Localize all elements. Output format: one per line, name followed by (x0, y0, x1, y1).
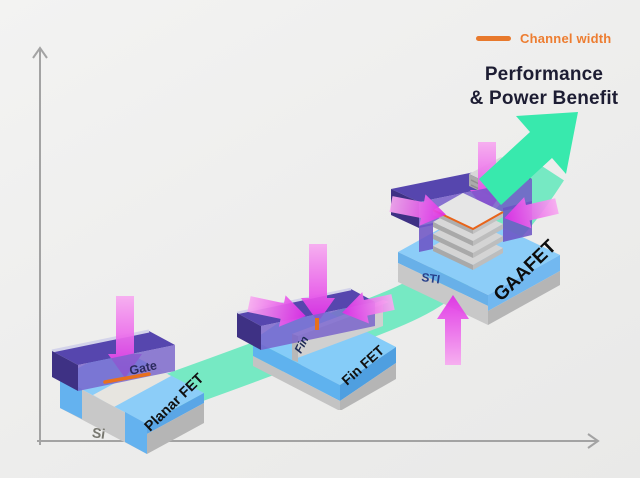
sheet-side (473, 212, 503, 234)
gaafet-up-arrow (437, 295, 469, 365)
channel-width-line-icon (476, 36, 511, 41)
planar-gate-label: Gate (128, 358, 158, 377)
legend: Channel width (476, 31, 611, 46)
finfet-gate-end (237, 313, 261, 350)
x-axis-arrowhead (587, 433, 600, 449)
sheet-side (473, 248, 503, 270)
planar-gate-end (52, 351, 78, 391)
headline-line1: Performance (484, 64, 604, 85)
planar-front-blue-right (125, 412, 147, 454)
finfet-down-arrow (301, 244, 335, 322)
finfet-base-front-gray (253, 356, 340, 410)
gaafet-channel-width-edge (432, 209, 504, 231)
headline: Performance & Power Benefit (462, 63, 626, 111)
finfet-base-front-blue (253, 340, 340, 401)
gaafet-right-arrow (504, 197, 559, 229)
planar-substrate-side (147, 403, 204, 454)
gaafet-gate-left-wing (419, 223, 433, 252)
sheet-front (433, 234, 473, 258)
growth-arrowhead (479, 112, 578, 205)
sheet-side (473, 236, 503, 258)
sheet-front (433, 210, 473, 234)
nanosheet-stack (432, 193, 504, 270)
gaafet-base-side-gray (488, 271, 560, 325)
headline-line2: & Power Benefit (469, 88, 619, 109)
legend-label: Channel width (520, 31, 612, 46)
finfet-base-side-gray (340, 363, 396, 410)
fin-fet-illustration: Fin Fin FET (236, 244, 396, 410)
y-axis-arrowhead (32, 46, 48, 59)
finfet-base-side-blue (340, 347, 396, 401)
gaafet-sti-face (398, 263, 488, 325)
sheet-side (473, 224, 503, 246)
sheet-top (433, 193, 503, 229)
sti-label: STI (421, 270, 441, 286)
finfet-right-arrow (342, 292, 395, 324)
sheet-front (433, 222, 473, 246)
gaafet-base-side-blue (488, 255, 560, 311)
planar-channel-width-line (103, 372, 151, 384)
planar-side-blue (147, 393, 204, 434)
planar-gate-front (78, 345, 175, 391)
planar-fet-illustration: Gate Si Planar FET (51, 296, 207, 454)
finfet-left-arrow (247, 295, 306, 327)
sheet-front (433, 246, 473, 270)
planar-substrate-label: Si (91, 424, 106, 442)
planar-gate-top (52, 331, 175, 365)
gaafet-left-arrow (389, 194, 446, 226)
gaafet-base-front-blue (398, 252, 488, 306)
nanosheet-1 (433, 193, 503, 234)
